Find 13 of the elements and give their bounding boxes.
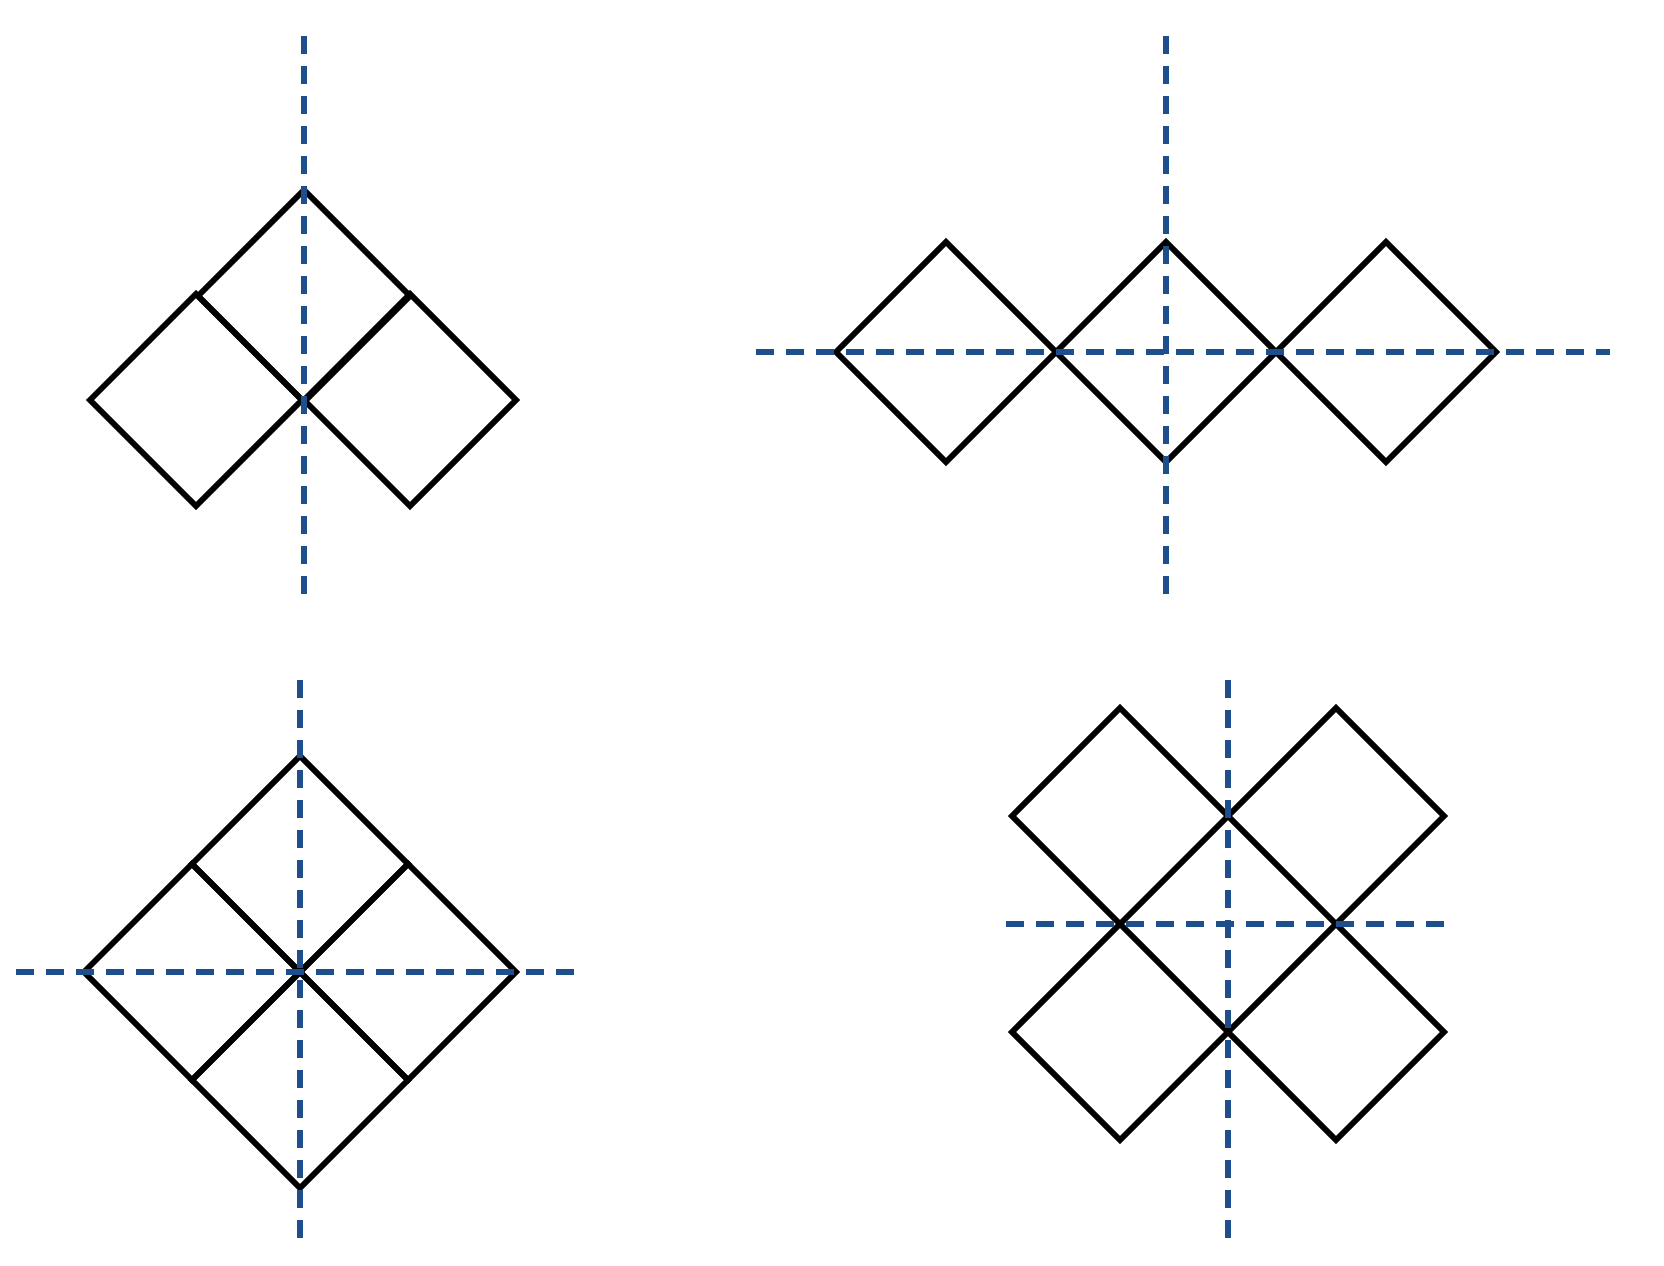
square-outline bbox=[1007, 703, 1233, 929]
square-outline bbox=[299, 289, 521, 511]
square-outline bbox=[1051, 237, 1281, 467]
square-outline bbox=[1223, 703, 1449, 929]
square-outline bbox=[187, 967, 413, 1193]
square-outline bbox=[85, 289, 307, 511]
square-outline bbox=[1223, 919, 1449, 1145]
square-outline bbox=[193, 185, 415, 407]
square-outline bbox=[1007, 919, 1233, 1145]
square-outline bbox=[1271, 237, 1501, 467]
square-outline bbox=[831, 237, 1061, 467]
square-outline bbox=[79, 859, 305, 1085]
square-outline bbox=[295, 859, 521, 1085]
